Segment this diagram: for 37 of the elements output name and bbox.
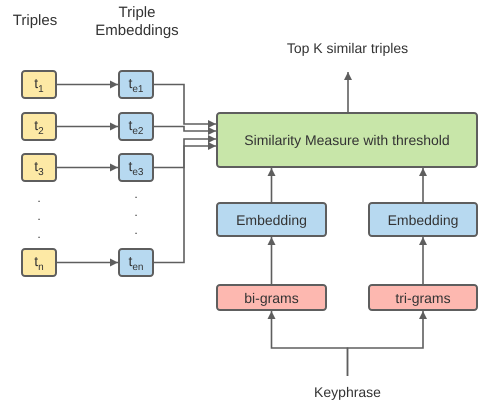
embedding-box: t$_{e1}$ [118,70,154,99]
arrow [154,84,216,128]
embedding-box: t$_{e2}$ [118,112,154,141]
arrow [154,135,216,168]
ellipsis-dot: . [133,188,139,200]
arrow [419,168,427,202]
arrow [57,80,118,88]
ellipsis-dot: . [36,210,42,222]
triple-box: t$_{2}$ [21,112,57,141]
process-box: tri-grams [368,284,478,311]
ellipsis-dot: . [133,224,139,236]
triple-box: t$_{1}$ [21,70,57,99]
column-header: Triples [12,12,58,30]
arrow [57,164,118,172]
text-label: Keyphrase [300,382,395,402]
embedding-box: Embedding [368,202,478,237]
arrow [344,72,352,112]
arrow [57,258,118,266]
arrow [154,126,216,135]
ellipsis-dot: . [133,206,139,218]
arrow [57,122,118,130]
arrow [346,311,427,376]
triple-box: t$_{3}$ [21,153,57,182]
ellipsis-dot: . [36,192,42,204]
process-box: bi-grams [216,284,327,311]
ellipsis-dot: . [36,228,42,240]
arrow [154,142,216,264]
embedding-box: t$_{en}$ [118,248,154,277]
arrow [419,237,427,284]
text-label: Top K similar triples [270,38,425,58]
arrow [268,237,276,284]
process-box: Similarity Measure with threshold [216,112,478,168]
arrow [268,168,276,202]
embedding-box: Embedding [216,202,327,237]
embedding-box: t$_{e3}$ [118,153,154,182]
column-header: Triple Embeddings [94,4,180,40]
triple-box: t$_{n}$ [21,248,57,277]
